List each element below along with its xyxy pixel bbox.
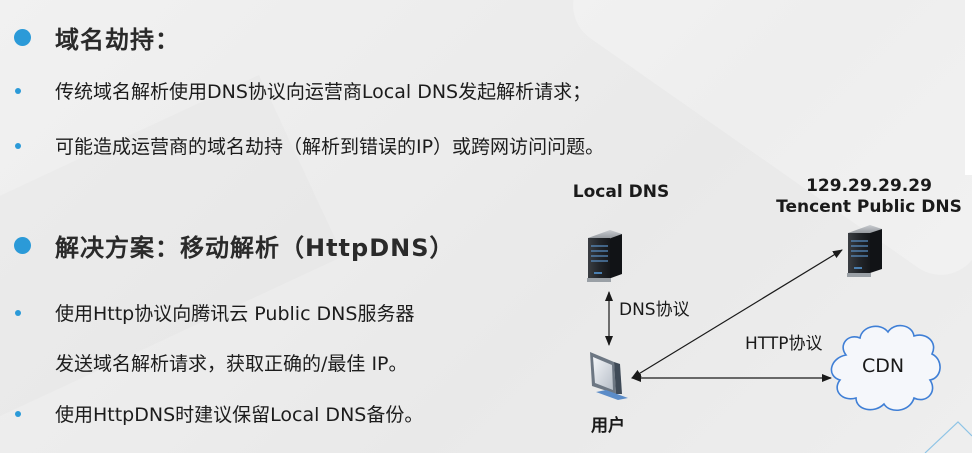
public-dns-ip-label: 129.29.29.29 bbox=[806, 176, 932, 196]
bullet-text: 使用HttpDNS时建议保留Local DNS备份。 bbox=[55, 404, 424, 426]
bullet-icon bbox=[15, 87, 21, 94]
section-heading-hijack: 域名劫持： bbox=[14, 20, 180, 55]
http-arrow-to-public-dns bbox=[631, 249, 843, 379]
user-label: 用户 bbox=[591, 416, 625, 436]
decorative-triangle bbox=[924, 421, 972, 453]
cdn-label: CDN bbox=[862, 355, 905, 377]
bullet-icon bbox=[14, 29, 31, 46]
local-dns-label: Local DNS bbox=[572, 182, 670, 202]
bullet-text: 传统域名解析使用DNS协议向运营商Local DNS发起解析请求； bbox=[55, 81, 592, 103]
dns-protocol-label: DNS协议 bbox=[619, 300, 690, 320]
bullet-line: 使用HttpDNS时建议保留Local DNS备份。 bbox=[14, 400, 423, 427]
bullet-text: 可能造成运营商的域名劫持（解析到错误的IP）或跨网访问问题。 bbox=[55, 136, 605, 158]
cloud-icon bbox=[830, 324, 941, 411]
bullet-line: 传统域名解析使用DNS协议向运营商Local DNS发起解析请求； bbox=[14, 77, 591, 104]
bullet-text: 使用Http协议向腾讯云 Public DNS服务器 bbox=[55, 303, 415, 325]
public-dns-label: Tencent Public DNS bbox=[776, 197, 962, 217]
bullet-line-continuation: 发送域名解析请求，获取正确的/最佳 IP。 bbox=[55, 349, 408, 376]
bullet-icon bbox=[15, 410, 21, 417]
bullet-icon bbox=[15, 142, 21, 149]
section-heading-solution: 解决方案：移动解析（HttpDNS） bbox=[14, 228, 455, 263]
bullet-text: 发送域名解析请求，获取正确的/最佳 IP。 bbox=[55, 353, 408, 375]
heading-text: 域名劫持： bbox=[55, 26, 180, 54]
bullet-line: 可能造成运营商的域名劫持（解析到错误的IP）或跨网访问问题。 bbox=[14, 132, 604, 159]
bullet-icon bbox=[14, 237, 31, 254]
bullet-line: 使用Http协议向腾讯云 Public DNS服务器 bbox=[14, 299, 414, 326]
computer-monitor-icon bbox=[590, 352, 628, 400]
server-icon bbox=[847, 225, 882, 277]
server-icon bbox=[587, 230, 622, 282]
edge-strip bbox=[965, 0, 972, 175]
bullet-icon bbox=[15, 309, 21, 316]
heading-text: 解决方案：移动解析（HttpDNS） bbox=[55, 234, 455, 262]
http-protocol-label: HTTP协议 bbox=[745, 334, 823, 354]
